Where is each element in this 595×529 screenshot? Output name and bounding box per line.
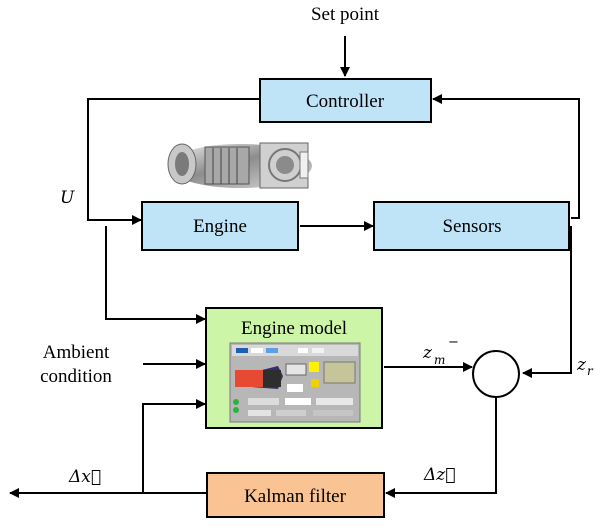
ambient-label-line2: condition bbox=[40, 366, 112, 387]
z-m-minus-label: z m − bbox=[422, 335, 459, 367]
engine-block: Engine bbox=[141, 201, 299, 251]
svg-text:z: z bbox=[422, 343, 433, 363]
svg-text:z: z bbox=[576, 355, 587, 375]
svg-text:r: r bbox=[587, 364, 594, 378]
set-point-label: Set point bbox=[311, 4, 380, 25]
engine-label: Engine bbox=[193, 216, 247, 237]
sensors-block: Sensors bbox=[373, 201, 570, 251]
sensors-label: Sensors bbox=[442, 216, 501, 237]
u-label: U bbox=[60, 188, 75, 208]
turbine-image bbox=[167, 142, 312, 189]
controller-block: Controller bbox=[259, 78, 432, 123]
delta-x-label: Δx⃗ bbox=[68, 467, 101, 487]
z-r-label: z r bbox=[576, 355, 594, 378]
kalman-filter-block: Kalman filter bbox=[206, 472, 385, 518]
delta-z-label: Δz⃗ bbox=[423, 465, 455, 485]
connections bbox=[9, 36, 580, 498]
svg-text:m: m bbox=[434, 353, 445, 367]
svg-text:−: − bbox=[448, 335, 459, 350]
engine-model-block: Engine model bbox=[205, 307, 383, 429]
engine-model-label: Engine model bbox=[241, 318, 347, 339]
summing-junction bbox=[472, 350, 520, 398]
controller-label: Controller bbox=[306, 91, 385, 112]
model-screenshot-image bbox=[229, 342, 361, 423]
kalman-filter-label: Kalman filter bbox=[244, 486, 346, 507]
ambient-label-line1: Ambient bbox=[43, 342, 110, 363]
